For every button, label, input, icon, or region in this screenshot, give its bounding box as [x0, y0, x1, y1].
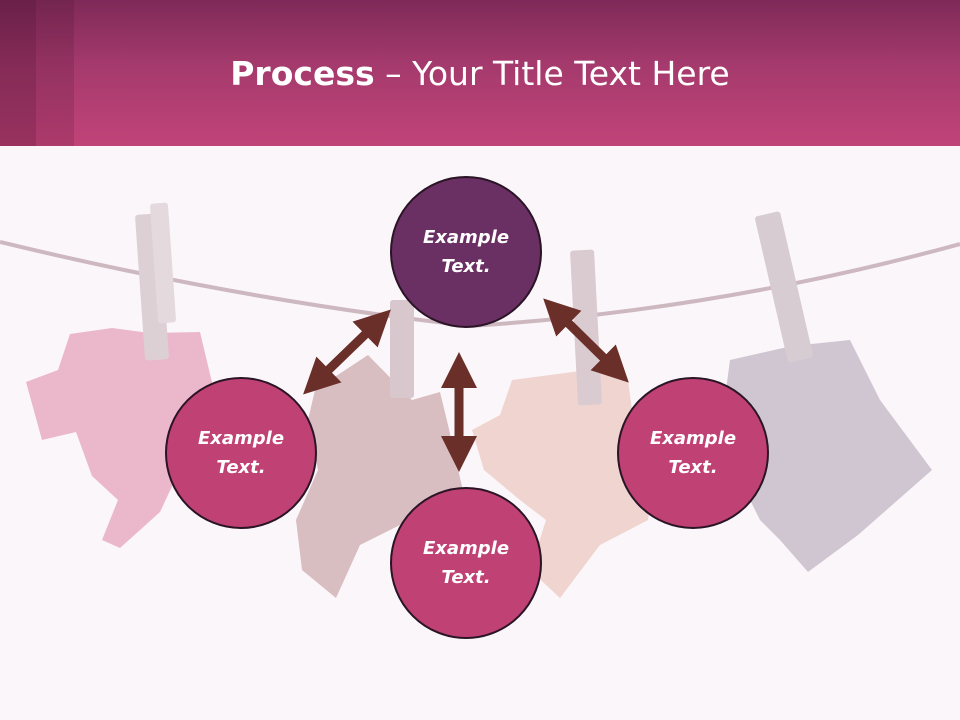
process-node-bottom[interactable]: Example Text. [390, 487, 542, 639]
node-text: Example Text. [422, 227, 510, 277]
node-text: Example Text. [197, 428, 285, 478]
node-text: Example Text. [649, 428, 737, 478]
background-photo [0, 202, 960, 598]
title-rest: – Your Title Text Here [374, 54, 730, 93]
clothespin [390, 300, 414, 398]
orange-house-shape [472, 370, 660, 598]
header-accent-strip [0, 0, 36, 146]
arrow-top-right [543, 298, 629, 383]
pink-house-shape [26, 328, 215, 548]
process-node-right[interactable]: Example Text. [617, 377, 769, 529]
clothespin [755, 211, 813, 363]
header-band: Process – Your Title Text Here [0, 0, 960, 146]
process-node-top[interactable]: Example Text. [390, 176, 542, 328]
header-accent-strip [36, 0, 74, 146]
navy-house-shape [722, 340, 932, 572]
clothespin [150, 202, 176, 324]
process-node-left[interactable]: Example Text. [165, 377, 317, 529]
arrow-top-left [303, 309, 391, 395]
slide-title[interactable]: Process – Your Title Text Here [0, 52, 960, 96]
node-text: Example Text. [422, 538, 510, 588]
title-bold: Process [230, 54, 375, 93]
